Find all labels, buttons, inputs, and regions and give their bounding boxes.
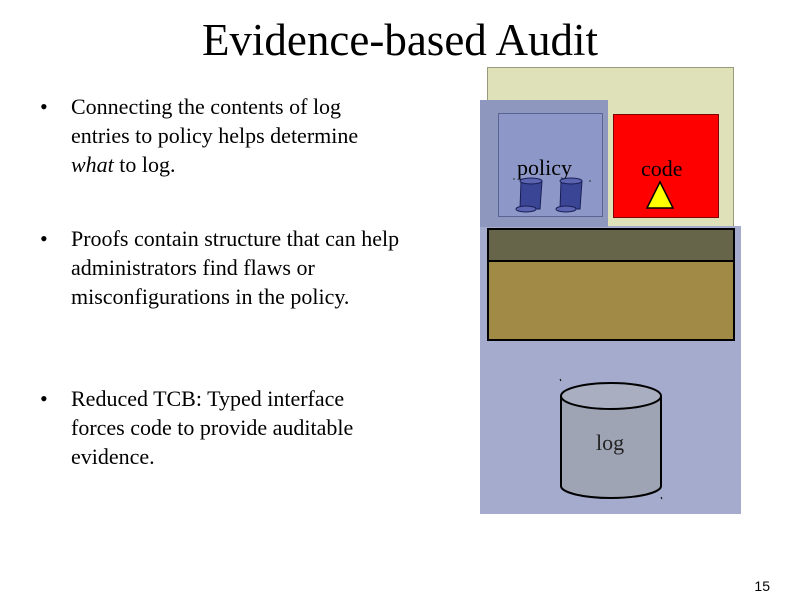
bullet-text: Proofs contain structure that can help a… — [71, 226, 400, 309]
bullet-marker: • — [40, 386, 48, 411]
bullet-text-part: Connecting the contents of log entries t… — [71, 94, 359, 148]
database-cylinder-icon — [559, 378, 663, 500]
bullet-text: Connecting the contents of log entries t… — [71, 92, 401, 179]
log-label: log — [596, 430, 625, 455]
code-label: code — [641, 156, 683, 181]
bullet-emphasis: what — [71, 152, 114, 177]
evidence-layer — [487, 260, 735, 341]
bullet-marker: • — [40, 226, 48, 251]
policy-box — [498, 113, 603, 217]
scroll-icon — [555, 177, 591, 213]
page-number: 15 — [754, 578, 770, 594]
slide-title: Evidence-based Audit — [201, 15, 599, 65]
bullet-marker: • — [40, 94, 48, 119]
warning-triangle-icon — [645, 180, 675, 209]
scroll-icon — [513, 177, 543, 213]
bullet-text-part: to log. — [113, 152, 176, 177]
bullet-text: Reduced TCB: Typed interface forces code… — [71, 386, 354, 469]
policy-label: policy — [517, 155, 572, 180]
